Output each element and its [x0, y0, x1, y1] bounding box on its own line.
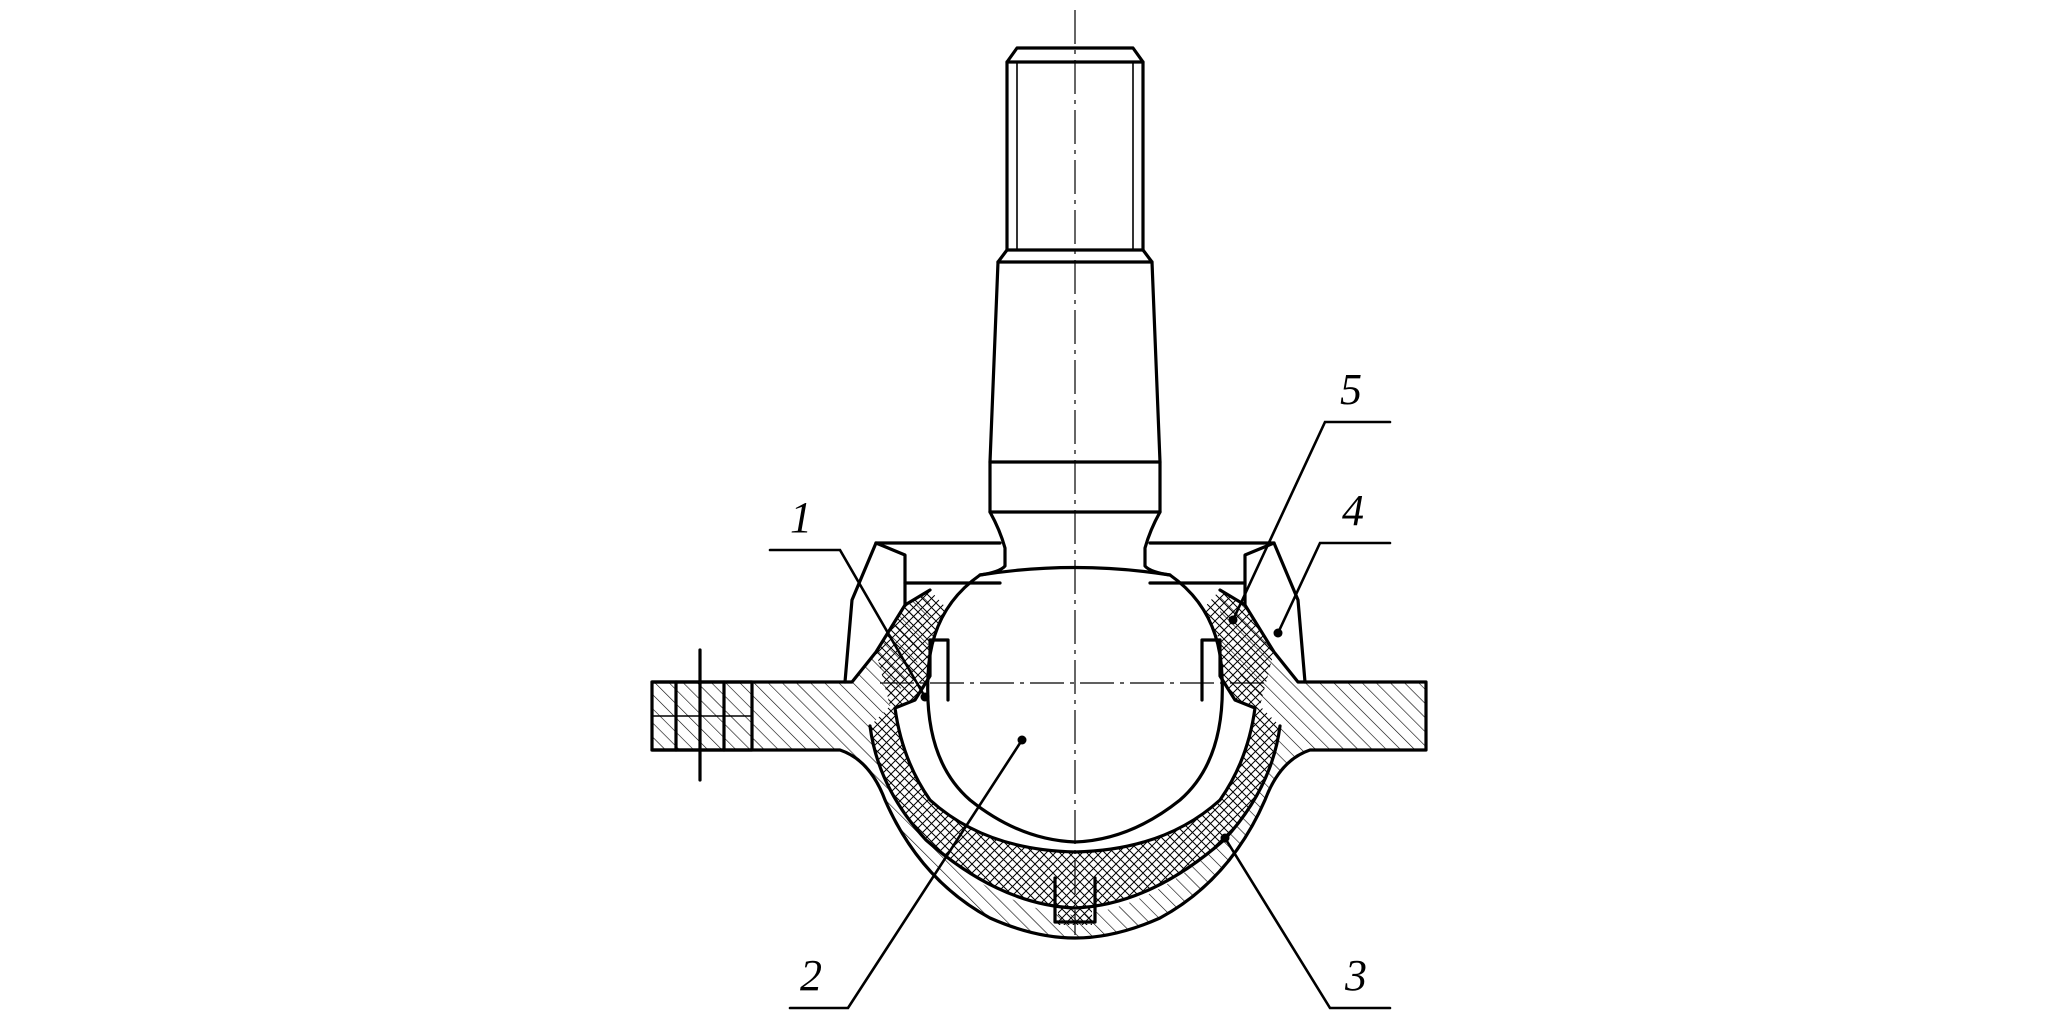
callout-label-3: 3	[1344, 951, 1367, 1000]
mounting-flange-left	[650, 648, 754, 782]
callout-4: 4	[1273, 486, 1392, 638]
ball-stud-shank	[978, 46, 1172, 577]
bearing-insert	[868, 590, 1282, 925]
callout-5: 5	[1228, 365, 1392, 625]
callout-1: 1	[768, 493, 930, 702]
callout-label-5: 5	[1340, 365, 1362, 414]
callout-label-2: 2	[800, 951, 822, 1000]
callout-3: 3	[1220, 833, 1392, 1010]
callout-2: 2	[788, 735, 1027, 1010]
callout-label-1: 1	[790, 493, 812, 542]
callout-label-4: 4	[1342, 486, 1364, 535]
